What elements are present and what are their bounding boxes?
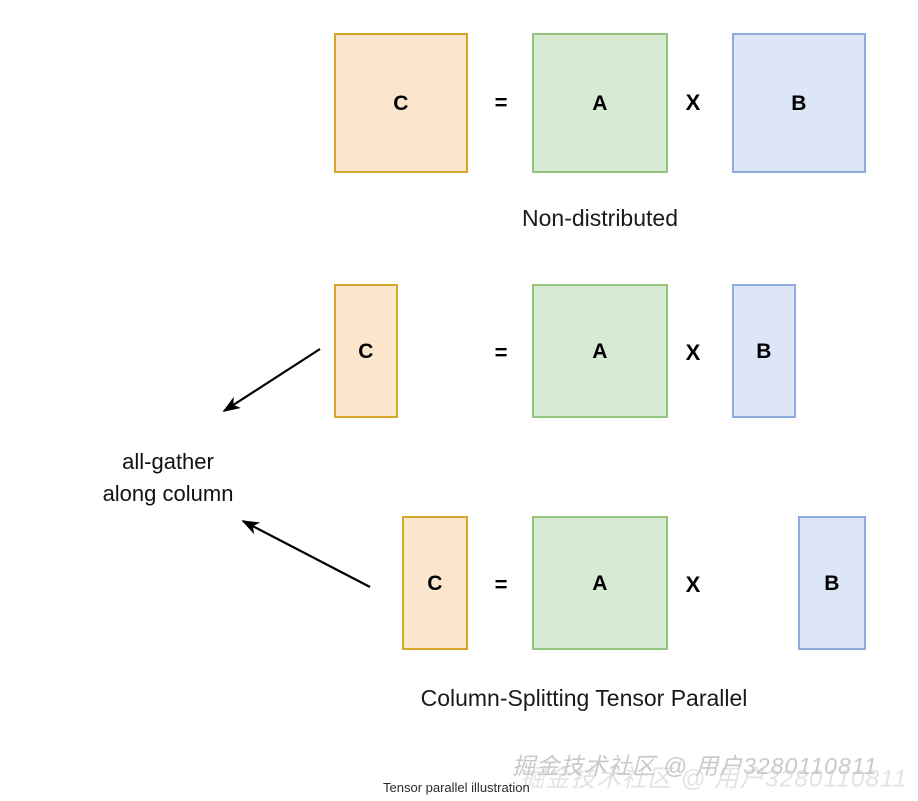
caption-non-distributed: Non-distributed [522, 205, 678, 231]
matrix-b-row3: B [798, 516, 866, 650]
all-gather-arrow-lower [241, 520, 371, 588]
all-gather-line-2: along column [102, 480, 234, 506]
matrix-c-row3: C [402, 516, 468, 650]
matrix-label-c: C [358, 339, 374, 363]
matrix-label-a: A [592, 571, 608, 595]
matrix-label-c: C [427, 571, 443, 595]
watermark-ghost: 掘金技术社区 @ 用户3280110811 [520, 764, 908, 792]
matrix-label-c: C [393, 91, 409, 115]
times-operator-row2: X [685, 340, 701, 365]
equals-operator-row1: = [494, 90, 508, 115]
times-operator-row3: X [685, 572, 701, 597]
matrix-label-b: B [756, 339, 772, 363]
all-gather-annotation: all-gather along column [48, 446, 288, 510]
all-gather-arrow-upper [222, 348, 321, 412]
matrix-b-row1: B [732, 33, 866, 173]
matrix-label-b: B [791, 91, 807, 115]
figure-caption: Tensor parallel illustration [383, 780, 530, 795]
matrix-c-row1: C [334, 33, 468, 173]
matrix-c-row2: C [334, 284, 398, 418]
matrix-label-a: A [592, 339, 608, 363]
matrix-label-a: A [592, 91, 608, 115]
equals-operator-row2: = [494, 340, 508, 365]
caption-column-splitting: Column-Splitting Tensor Parallel [420, 685, 748, 711]
matrix-a-row3: A [532, 516, 668, 650]
matrix-a-row1: A [532, 33, 668, 173]
times-operator-row1: X [685, 90, 701, 115]
matrix-label-b: B [824, 571, 840, 595]
all-gather-line-1: all-gather [122, 449, 214, 474]
matrix-b-row2: B [732, 284, 796, 418]
matrix-a-row2: A [532, 284, 668, 418]
equals-operator-row3: = [494, 572, 508, 597]
watermark: 掘金技术社区 @ 用户3280110811 [512, 753, 878, 779]
